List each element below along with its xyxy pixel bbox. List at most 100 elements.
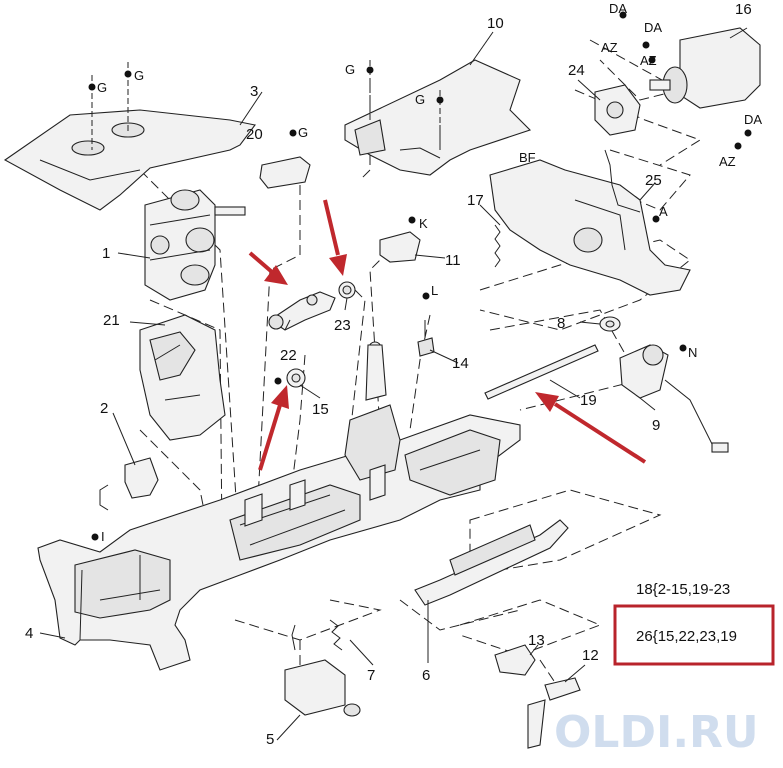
screw-label-g: G — [134, 68, 144, 83]
watermark: OLDI.RU — [554, 707, 759, 758]
screw-az-marker — [642, 41, 650, 49]
callout-17: 17 — [467, 192, 484, 209]
part-19-shaft — [484, 344, 599, 400]
arrow-to-part-23 — [323, 199, 340, 256]
part-25-harness — [604, 149, 641, 213]
screw-marker — [274, 377, 282, 385]
screw-label-g: G — [97, 80, 107, 95]
callout-23: 23 — [334, 317, 351, 334]
part-24-motor-plate — [594, 84, 641, 136]
screw-g-marker — [436, 96, 444, 104]
part-4-base-frame — [37, 341, 521, 671]
kit-references: 18{2-15,19-23 26{15,22,23,19 — [613, 581, 775, 666]
callout-11: 11 — [445, 252, 461, 269]
arrow-to-part-19 — [553, 402, 647, 464]
part-13-sensor — [494, 644, 536, 676]
arrow-head — [264, 265, 288, 285]
callout-2: 2 — [100, 400, 108, 417]
arrow-to-part-22 — [248, 251, 274, 274]
kit-18-reference: 18{2-15,19-23 — [636, 581, 730, 598]
callout-labels: 1 2 3 4 5 6 7 8 9 10 11 12 13 14 15 16 1… — [25, 1, 752, 748]
part-15-gear — [286, 368, 306, 388]
part-7-spring — [329, 619, 343, 651]
screw-label-g: G — [345, 62, 355, 77]
screw-da-marker — [744, 129, 752, 137]
part-1-roller-assembly — [144, 189, 246, 301]
callout-1: 1 — [102, 245, 110, 262]
part-23-bushing — [338, 281, 356, 299]
screw-n-marker — [679, 344, 687, 352]
callout-20: 20 — [246, 126, 263, 143]
arrow-to-part-15 — [258, 404, 282, 471]
callout-6: 6 — [422, 667, 430, 684]
part-11-bracket — [379, 231, 421, 263]
screw-label-n: N — [688, 345, 697, 360]
callout-5: 5 — [266, 731, 274, 748]
screw-label-g: G — [415, 92, 425, 107]
screw-g-marker — [124, 70, 132, 78]
screw-label-az: AZ — [640, 53, 657, 68]
callout-7: 7 — [367, 667, 375, 684]
screw-label-da: DA — [644, 20, 662, 35]
callout-24: 24 — [568, 62, 585, 79]
screw-da-marker — [619, 11, 627, 19]
arrow-head — [329, 254, 347, 276]
part-17-spring — [494, 224, 501, 268]
part-8-collar — [599, 316, 621, 332]
callout-13: 13 — [528, 632, 545, 649]
part-20-clip — [259, 156, 311, 189]
highlight-arrows — [248, 199, 647, 471]
kit-26-highlight-box — [613, 604, 775, 666]
callout-4: 4 — [25, 625, 33, 642]
part-21-guide-block — [139, 314, 226, 441]
callout-leader-lines — [39, 27, 748, 741]
screw-label-a: A — [659, 204, 668, 219]
screw-a-marker — [652, 215, 660, 223]
part-10-cover — [344, 59, 532, 176]
kit-26-reference: 26{15,22,23,19 — [636, 628, 737, 645]
screw-l-marker — [422, 292, 430, 300]
part-bf-motor-bracket — [489, 159, 691, 296]
screw-i-marker — [91, 533, 99, 541]
part-6-guide-rail — [414, 519, 569, 606]
screw-label-l: L — [431, 283, 438, 298]
screw-az-marker — [734, 142, 742, 150]
callout-12: 12 — [582, 647, 599, 664]
callout-15: 15 — [312, 401, 329, 418]
screw-g-marker — [289, 129, 297, 137]
callout-25: 25 — [645, 172, 662, 189]
part-5-solenoid — [284, 624, 361, 717]
screw-label-da: DA — [609, 1, 627, 16]
callout-8: 8 — [557, 315, 565, 332]
screw-g-marker — [366, 66, 374, 74]
screw-label-g: G — [298, 125, 308, 140]
screw-az-marker — [648, 56, 656, 64]
part-22-lever — [268, 291, 336, 331]
callout-14: 14 — [452, 355, 469, 372]
part-12-actuator — [527, 677, 581, 749]
callout-22: 22 — [280, 347, 297, 364]
screw-g-marker — [88, 83, 96, 91]
screw-k-marker — [408, 216, 416, 224]
arrow-head — [535, 392, 559, 412]
screw-label-k: K — [419, 216, 428, 231]
screw-markers — [88, 11, 752, 541]
part-9-clutch — [619, 344, 729, 453]
callout-16: 16 — [735, 1, 752, 18]
screw-letter-labels: G G G G G DA DA AZ AZ DA AZ BF A K L N I — [97, 1, 762, 544]
screw-label-i: I — [101, 529, 105, 544]
screw-label-az: AZ — [719, 154, 736, 169]
screw-label-az: AZ — [601, 40, 618, 55]
callout-19: 19 — [580, 392, 597, 409]
callout-3: 3 — [250, 83, 258, 100]
arrow-head — [271, 385, 289, 409]
screw-label-bf: BF — [519, 150, 536, 165]
callout-10: 10 — [487, 15, 504, 32]
part-16-motor — [649, 27, 761, 109]
callout-9: 9 — [652, 417, 660, 434]
screw-label-da: DA — [744, 112, 762, 127]
part-3-top-plate — [3, 109, 256, 211]
callout-21: 21 — [103, 312, 120, 329]
part-2-sensor — [99, 457, 159, 511]
